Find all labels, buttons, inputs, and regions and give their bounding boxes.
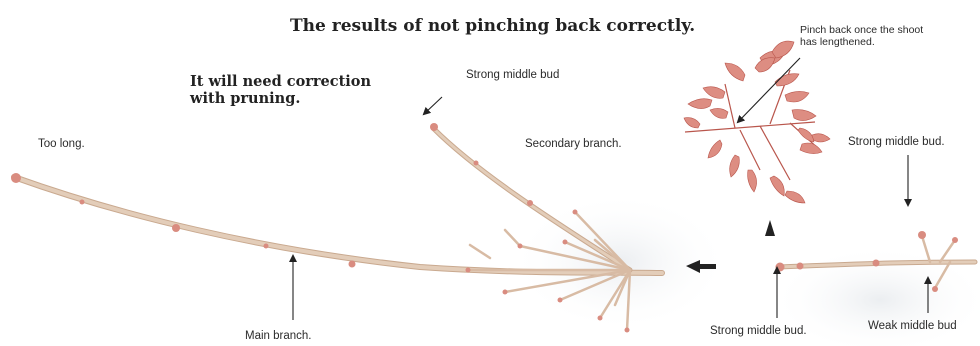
label-strong-middle-bud-right: Strong middle bud.: [848, 136, 945, 148]
pinch-back-line1: Pinch back once the shoot: [800, 24, 924, 36]
label-pinch-back: Pinch back once the shoot has lengthened…: [800, 24, 923, 48]
background-shadow-right: [770, 245, 980, 346]
pruning-note: It will need correction with pruning.: [190, 73, 371, 108]
arrow-up-flow: [765, 220, 775, 236]
secondary-branch-drawing: [430, 125, 633, 273]
pruning-note-line2: with pruning.: [190, 90, 301, 108]
arrow-strong-middle-bud-top: [422, 96, 443, 116]
twig-fan: [466, 210, 632, 332]
main-branch-buds: [11, 173, 356, 268]
twig-buds: [465, 209, 630, 333]
label-secondary-branch: Secondary branch.: [525, 138, 622, 150]
label-weak-middle-bud: Weak middle bud: [868, 320, 957, 332]
label-too-long: Too long.: [38, 138, 85, 150]
pruning-note-line1: It will need correction: [190, 73, 372, 90]
label-strong-middle-bud-bottom: Strong middle bud.: [710, 325, 807, 337]
diagram-title: The results of not pinching back correct…: [290, 16, 696, 36]
arrow-left-flow: [686, 260, 716, 273]
leaf-spray: [683, 40, 831, 204]
pointer-arrows: [289, 57, 932, 320]
flow-arrows: [686, 220, 775, 273]
label-strong-middle-bud-top: Strong middle bud: [466, 69, 560, 81]
pinch-back-line2: has lengthened.: [800, 36, 875, 49]
main-branch-drawing: [11, 174, 665, 276]
secondary-branch-buds: [430, 123, 533, 206]
label-main-branch: Main branch.: [245, 330, 312, 342]
arrow-pinch-back: [736, 57, 801, 124]
